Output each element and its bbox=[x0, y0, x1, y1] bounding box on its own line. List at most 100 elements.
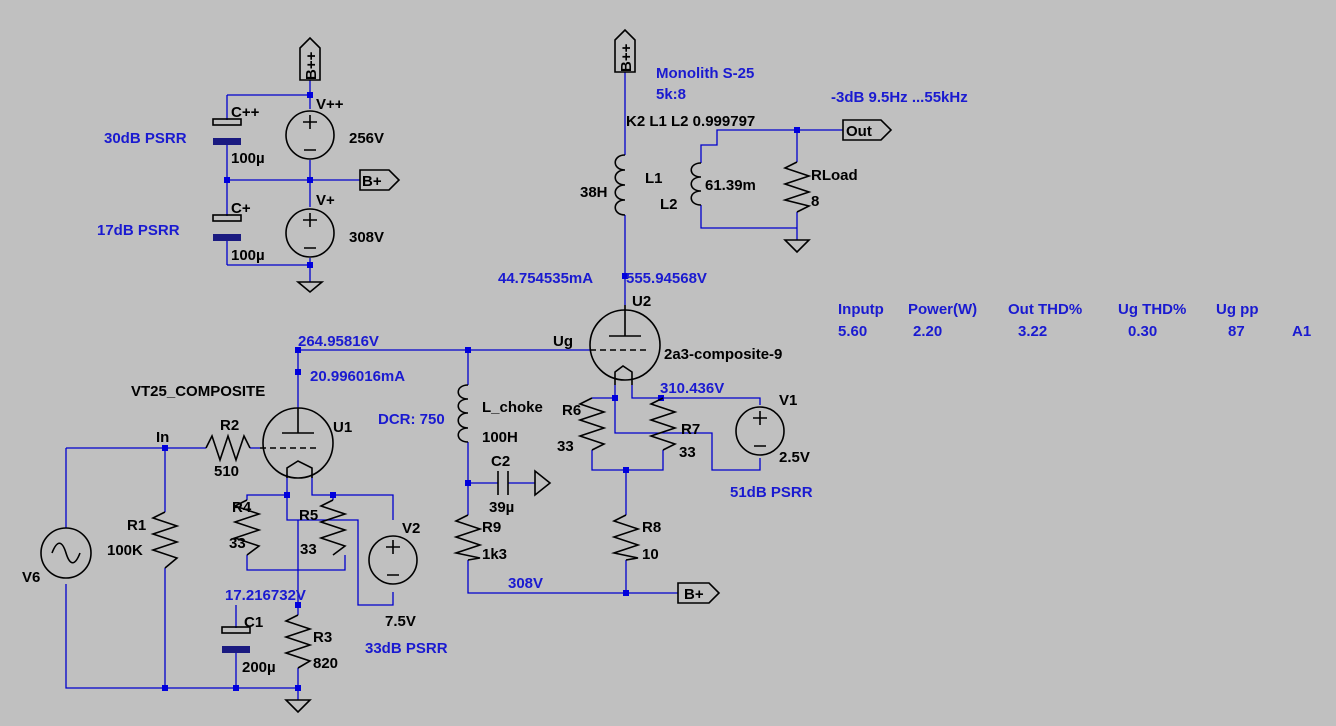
port-bpp-right: B++ bbox=[614, 28, 636, 73]
svg-text:V1: V1 bbox=[779, 392, 797, 409]
svg-text:17.216732V: 17.216732V bbox=[225, 587, 306, 604]
svg-text:U1: U1 bbox=[333, 419, 352, 436]
port-bp-top: B+ bbox=[359, 169, 401, 191]
capacitor-cpp bbox=[212, 118, 242, 145]
svg-text:R4: R4 bbox=[232, 499, 252, 516]
port-bpp-left: B++ bbox=[299, 36, 321, 81]
svg-text:33: 33 bbox=[679, 444, 696, 461]
resistor-r1 bbox=[150, 511, 180, 569]
results-value: 3.22 bbox=[1018, 323, 1047, 340]
svg-text:R6: R6 bbox=[562, 402, 581, 419]
junction-dots bbox=[162, 92, 800, 691]
resistor-r7 bbox=[648, 397, 678, 451]
svg-text:R2: R2 bbox=[220, 417, 239, 434]
svg-text:5k:8: 5k:8 bbox=[656, 86, 686, 103]
svg-text:555.94568V: 555.94568V bbox=[626, 270, 707, 287]
capacitor-cp bbox=[212, 214, 242, 241]
capacitor-c1 bbox=[221, 626, 251, 653]
resistor-r4 bbox=[232, 499, 262, 556]
capacitor-c2 bbox=[497, 471, 509, 495]
svg-text:17dB PSRR: 17dB PSRR bbox=[97, 222, 180, 239]
svg-text:33: 33 bbox=[300, 541, 317, 558]
svg-text:38H: 38H bbox=[580, 184, 608, 201]
svg-text:33: 33 bbox=[229, 535, 246, 552]
tube-u1 bbox=[260, 407, 334, 479]
results-value: 5.60 bbox=[838, 323, 867, 340]
port-out: Out bbox=[842, 119, 893, 141]
svg-text:20.996016mA: 20.996016mA bbox=[310, 368, 405, 385]
resistor-r2 bbox=[205, 433, 251, 463]
svg-text:C++: C++ bbox=[231, 104, 260, 121]
svg-text:R7: R7 bbox=[681, 421, 700, 438]
svg-text:61.39m: 61.39m bbox=[705, 177, 756, 194]
svg-text:V2: V2 bbox=[402, 520, 420, 537]
svg-text:33dB PSRR: 33dB PSRR bbox=[365, 640, 448, 657]
inductor-l1 bbox=[614, 154, 626, 216]
svg-text:VT25_COMPOSITE: VT25_COMPOSITE bbox=[131, 383, 265, 400]
svg-text:In: In bbox=[156, 429, 169, 446]
results-header: Out THD% bbox=[1008, 301, 1082, 318]
svg-text:310.436V: 310.436V bbox=[660, 380, 724, 397]
svg-text:K2 L1 L2 0.999797: K2 L1 L2 0.999797 bbox=[626, 113, 755, 130]
svg-text:33: 33 bbox=[557, 438, 574, 455]
svg-text:100µ: 100µ bbox=[231, 150, 265, 167]
svg-text:L2: L2 bbox=[660, 196, 678, 213]
svg-text:C+: C+ bbox=[231, 200, 251, 217]
interstage-labels: 264.95816V DCR: 750 L_choke 100H C2 39µ … bbox=[298, 333, 543, 592]
svg-text:RLoad: RLoad bbox=[811, 167, 858, 184]
svg-text:V+: V+ bbox=[316, 192, 335, 209]
resistor-r9 bbox=[452, 514, 483, 561]
svg-text:39µ: 39µ bbox=[489, 499, 514, 516]
svg-text:V++: V++ bbox=[316, 96, 344, 113]
wires bbox=[65, 72, 843, 700]
results-label: A1 bbox=[1292, 323, 1311, 340]
svg-text:L_choke: L_choke bbox=[482, 399, 543, 416]
svg-text:30dB PSRR: 30dB PSRR bbox=[104, 130, 187, 147]
inductor-l-choke bbox=[457, 384, 469, 443]
svg-text:264.95816V: 264.95816V bbox=[298, 333, 379, 350]
results-value: 0.30 bbox=[1128, 323, 1157, 340]
svg-text:R8: R8 bbox=[642, 519, 661, 536]
resistor-r8 bbox=[610, 514, 641, 561]
svg-text:7.5V: 7.5V bbox=[385, 613, 416, 630]
svg-text:V6: V6 bbox=[22, 569, 40, 586]
svg-text:100H: 100H bbox=[482, 429, 518, 446]
svg-text:C2: C2 bbox=[491, 453, 510, 470]
voltage-source-vpp bbox=[285, 110, 335, 160]
resistor-r5 bbox=[318, 499, 348, 556]
results-value: 87 bbox=[1228, 323, 1245, 340]
svg-text:8: 8 bbox=[811, 193, 819, 210]
svg-text:B++: B++ bbox=[303, 51, 320, 80]
supply-labels: C++ 30dB PSRR 100µ V++ 256V C+ 17dB PSRR… bbox=[97, 96, 384, 264]
svg-text:100K: 100K bbox=[107, 542, 143, 559]
ground-symbols bbox=[284, 239, 811, 714]
resistor-rload bbox=[782, 161, 812, 213]
svg-text:2a3-composite-9: 2a3-composite-9 bbox=[664, 346, 782, 363]
svg-text:Ug: Ug bbox=[553, 333, 573, 350]
results-header: Ug THD% bbox=[1118, 301, 1186, 318]
svg-text:256V: 256V bbox=[349, 130, 384, 147]
svg-text:C1: C1 bbox=[244, 614, 263, 631]
svg-text:1k3: 1k3 bbox=[482, 546, 507, 563]
svg-text:44.754535mA: 44.754535mA bbox=[498, 270, 593, 287]
results-value: 2.20 bbox=[913, 323, 942, 340]
svg-text:820: 820 bbox=[313, 655, 338, 672]
svg-text:Out: Out bbox=[846, 123, 872, 140]
inductor-l2 bbox=[690, 162, 702, 206]
ac-source-v6 bbox=[40, 527, 92, 579]
svg-text:U2: U2 bbox=[632, 293, 651, 310]
voltage-source-v2 bbox=[368, 535, 418, 585]
voltage-source-v1 bbox=[735, 406, 785, 456]
svg-text:200µ: 200µ bbox=[242, 659, 276, 676]
voltage-source-vp bbox=[285, 208, 335, 258]
resistor-r6 bbox=[577, 397, 607, 451]
svg-text:DCR: 750: DCR: 750 bbox=[378, 411, 445, 428]
svg-text:51dB PSRR: 51dB PSRR bbox=[730, 484, 813, 501]
transformer-labels: Monolith S-25 5k:8 K2 L1 L2 0.999797 L1 … bbox=[580, 65, 968, 213]
resistor-r3 bbox=[283, 614, 313, 669]
svg-text:R3: R3 bbox=[313, 629, 332, 646]
svg-text:510: 510 bbox=[214, 463, 239, 480]
port-bp-bottom: B+ bbox=[677, 582, 721, 604]
driver-stage-labels: VT25_COMPOSITE 20.996016mA U1 In R2 510 … bbox=[22, 368, 448, 676]
